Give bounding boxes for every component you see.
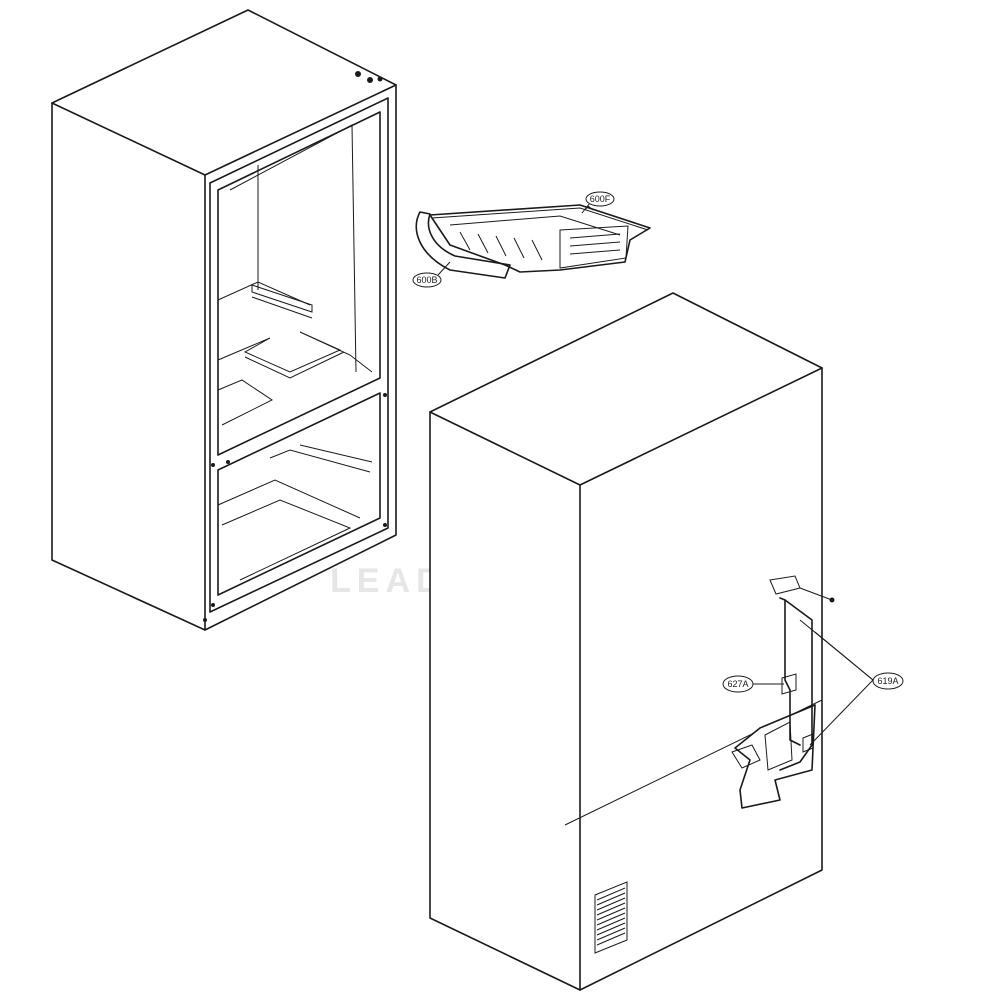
vent-grille	[594, 881, 628, 954]
callout-leader	[581, 202, 591, 214]
screw-icon	[383, 523, 387, 527]
ice-maker-assembly: 600F 600B	[412, 191, 651, 288]
screw-icon	[226, 460, 230, 464]
tube-clamp-lower	[802, 733, 814, 753]
screw-icon	[211, 463, 215, 467]
cabinet-rear-outline	[429, 292, 823, 991]
tube-clamp	[781, 673, 797, 695]
freezer-rail-top	[269, 449, 371, 473]
fresh-food-opening	[217, 111, 381, 456]
valve-body	[764, 721, 793, 771]
callout-leader	[814, 631, 874, 681]
callout-label-600f: 600F	[590, 194, 611, 204]
screw-icon	[211, 603, 215, 607]
crisper-floor	[217, 331, 373, 373]
freezer-basket	[221, 499, 352, 581]
screw-icon	[203, 618, 207, 622]
liner-shelf	[217, 281, 311, 306]
callout-leader	[437, 261, 451, 276]
ice-maker-tray-ribs	[459, 231, 543, 261]
water-line-return	[779, 599, 813, 771]
screw-icon	[377, 76, 383, 82]
shelf-rail-lower	[251, 296, 313, 319]
cabinet-body-outline	[51, 9, 397, 631]
callout-label-600b: 600B	[416, 275, 437, 285]
liner-back	[229, 124, 357, 373]
freezer-rail-mid	[299, 444, 373, 463]
water-line-main	[779, 597, 801, 746]
callout-label-619a: 619A	[877, 676, 898, 686]
callout-bubble	[722, 675, 754, 693]
ice-bucket-arm	[415, 211, 511, 279]
ice-maker-top-edge	[431, 207, 649, 231]
ice-maker-body	[429, 204, 651, 273]
valve-solenoid	[731, 744, 761, 769]
crisper-right-edge	[244, 351, 345, 379]
cabinet-rear: 627A 619A	[429, 292, 904, 991]
shelf-rail-upper	[251, 284, 313, 313]
screw-icon	[383, 393, 387, 397]
screw-icon	[367, 77, 373, 83]
cabinet-front-open	[51, 9, 397, 631]
callout-label-627a: 627A	[727, 679, 748, 689]
ice-maker-control-box	[559, 225, 629, 269]
screw-icon	[355, 71, 361, 77]
ice-maker-box-lines	[569, 233, 621, 255]
ice-maker-tray-rim	[449, 215, 621, 236]
front-frame	[209, 97, 389, 613]
screw-icon	[829, 597, 835, 603]
water-valve-assembly: 627A 619A	[722, 575, 904, 809]
callout-bubble	[872, 672, 904, 690]
freezer-opening	[217, 392, 381, 596]
callout-leader	[809, 679, 874, 746]
callout-bubble	[412, 272, 442, 288]
water-line-screw	[799, 587, 833, 601]
freezer-floor-back	[217, 479, 361, 519]
callout-bubble	[585, 191, 615, 207]
crisper-left	[217, 379, 273, 426]
